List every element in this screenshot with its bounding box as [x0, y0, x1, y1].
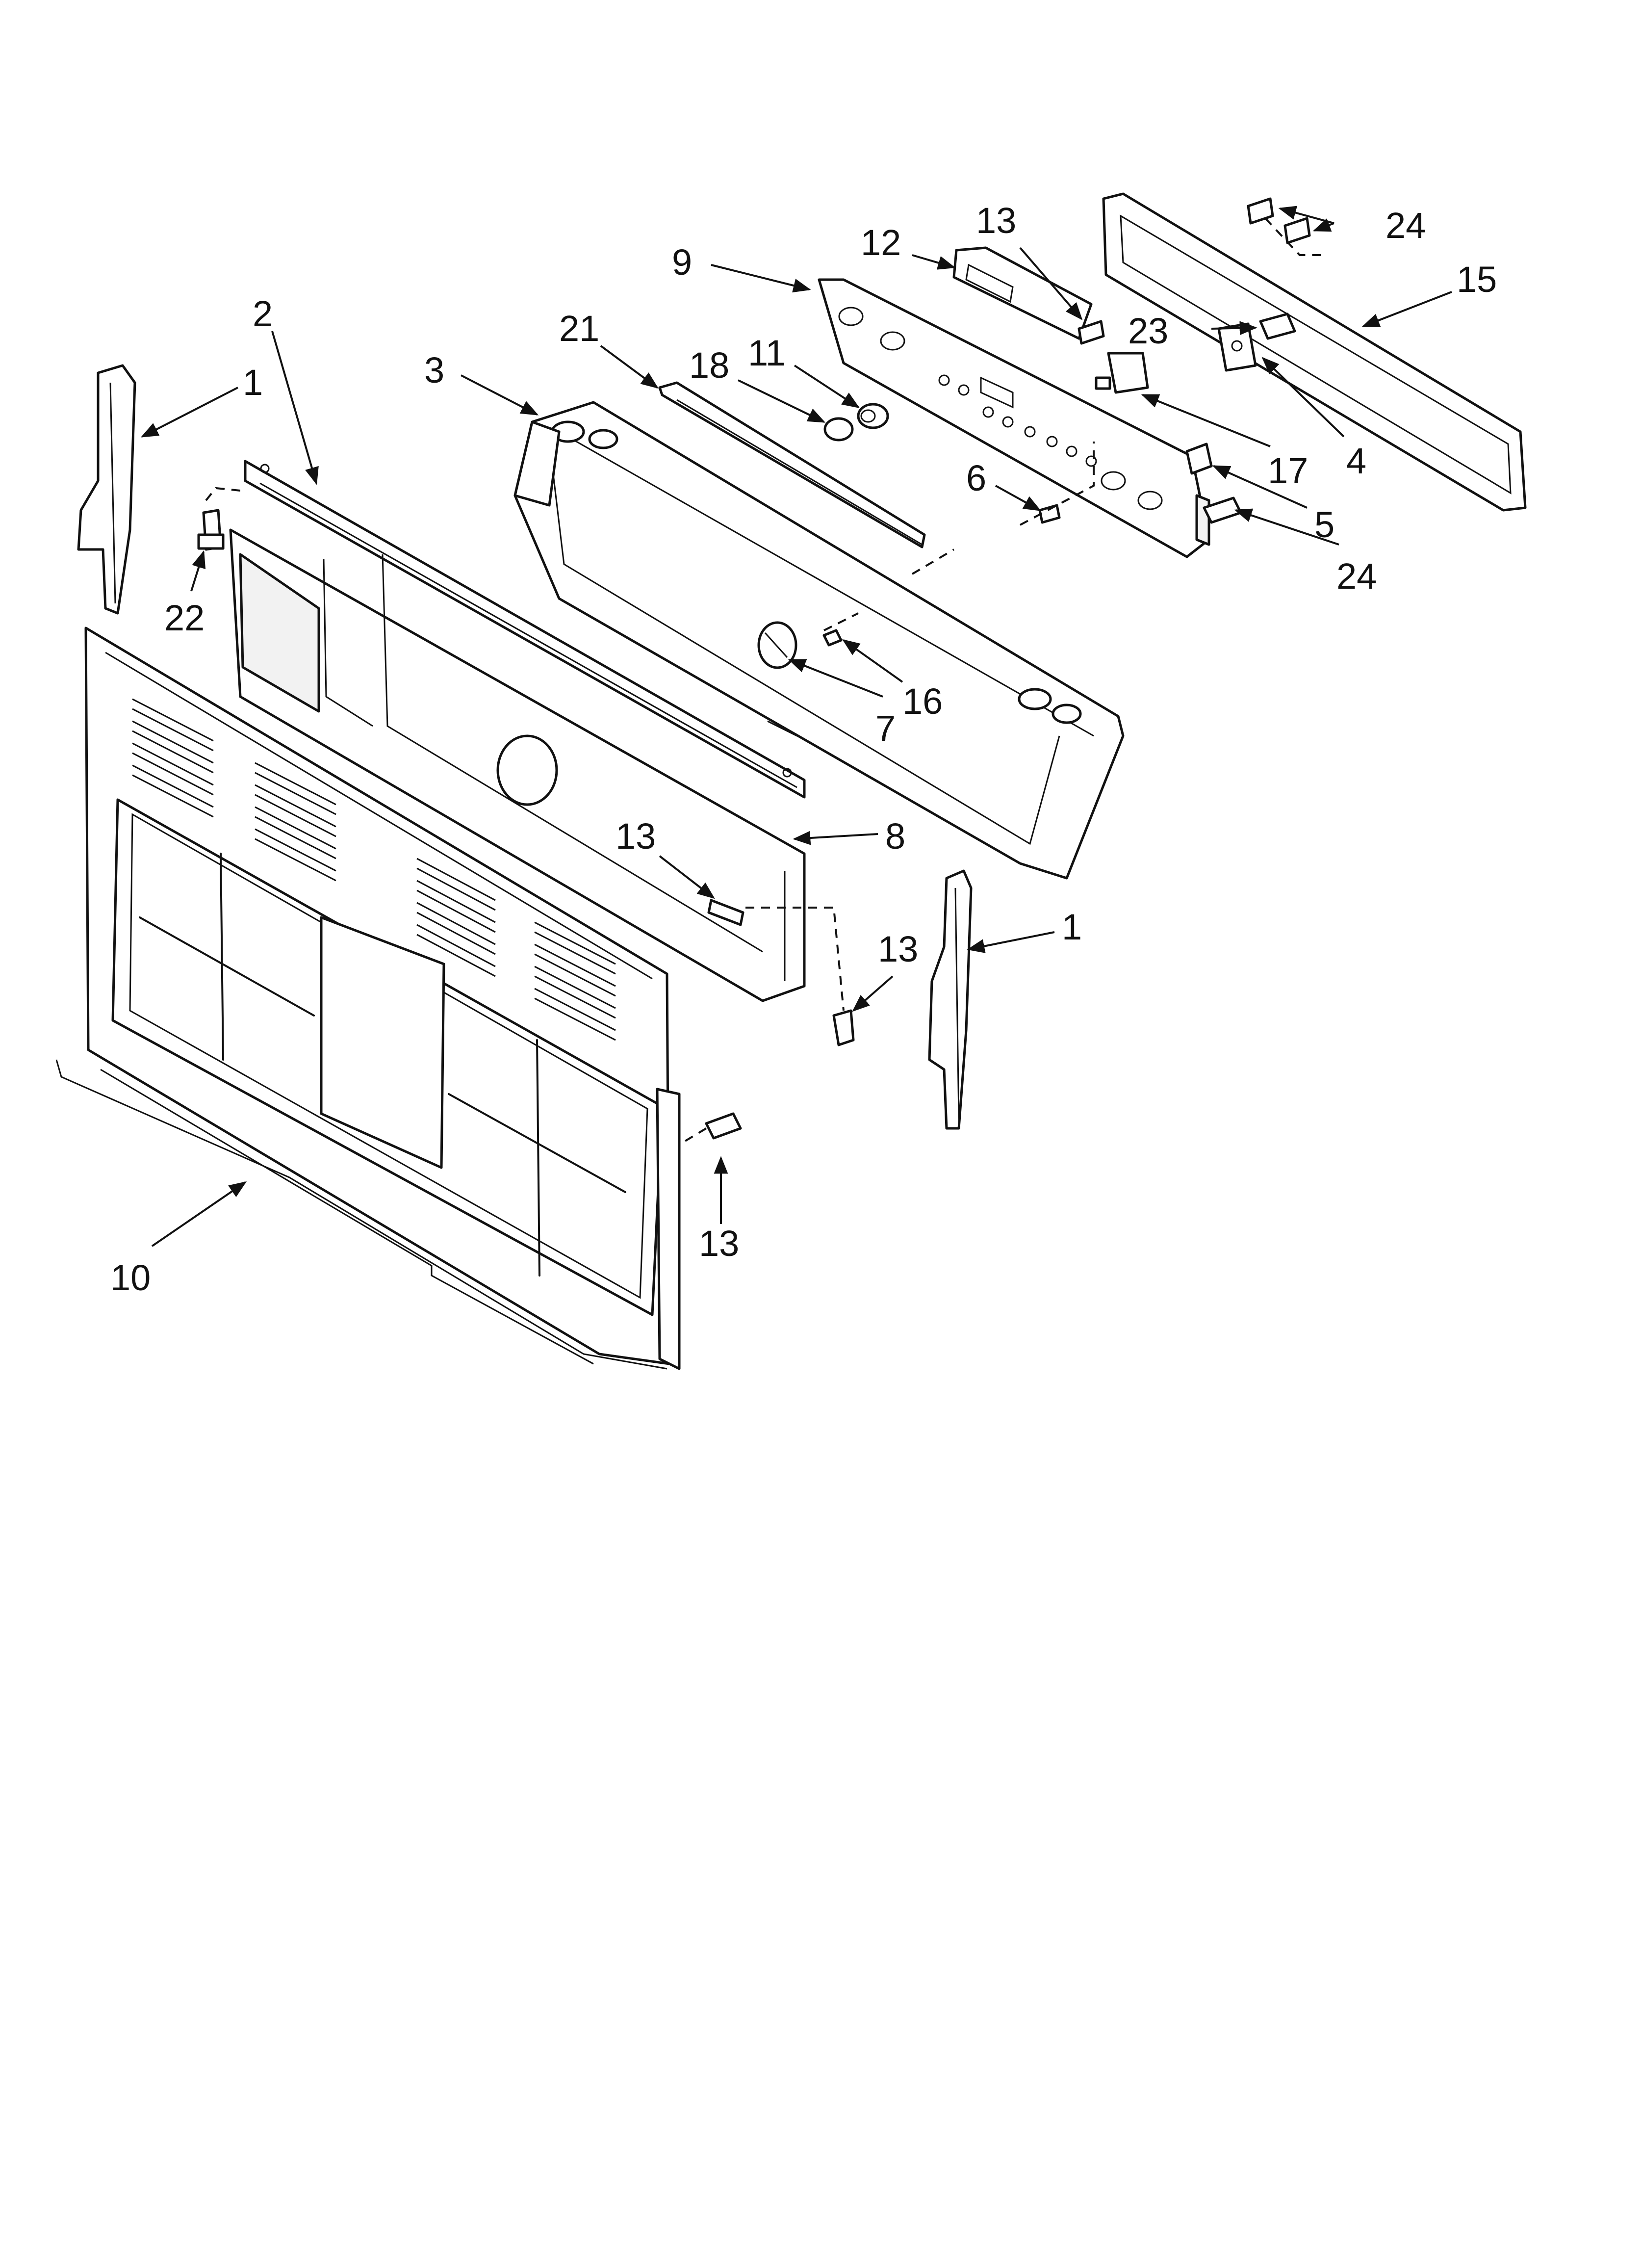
screw-22-part [197, 509, 225, 551]
callout-10: 10 [110, 1257, 151, 1298]
switch-4-part [1217, 322, 1257, 372]
screw-13-panel-part [705, 1112, 742, 1140]
callout-13-bracket: 13 [616, 816, 656, 857]
screw-24-top-part [1247, 197, 1311, 244]
knob-insert-part [823, 417, 854, 442]
console-part [513, 401, 1125, 880]
callout-24-top: 24 [1385, 205, 1426, 246]
callout-4: 4 [1346, 441, 1366, 481]
electronic-control-part [952, 246, 1093, 340]
switch-strip-part [658, 381, 926, 548]
switch-5-part [1185, 443, 1213, 475]
callout-13-top: 13 [976, 200, 1016, 241]
callout-8: 8 [885, 816, 905, 857]
callout-13-lower: 13 [878, 929, 918, 969]
clip-23-part [1259, 313, 1296, 340]
callout-13-bottom: 13 [699, 1223, 739, 1264]
console-knob-part [757, 621, 797, 669]
screw-6-part [1038, 504, 1061, 524]
rear-panel-part [55, 626, 681, 1370]
side-bracket-left-part [77, 364, 136, 615]
callout-15: 15 [1457, 259, 1497, 300]
callout-5: 5 [1314, 504, 1334, 545]
screw-13-top-part [1078, 320, 1105, 345]
callout-labels: 1 1 2 3 4 5 6 7 8 9 10 11 12 13 13 13 13… [110, 200, 1497, 1298]
callout-23: 23 [1128, 311, 1168, 351]
rear-bracket-part [229, 528, 806, 1002]
callout-leaders [140, 206, 1452, 1247]
callout-2: 2 [253, 293, 273, 334]
callout-1-right: 1 [1062, 907, 1082, 947]
screw-16-part [822, 629, 843, 647]
callout-21: 21 [559, 308, 599, 349]
knob-part [857, 403, 889, 429]
callout-6: 6 [966, 458, 986, 498]
callout-16: 16 [902, 681, 943, 722]
top-bracket-part [244, 460, 806, 799]
callout-1-left: 1 [243, 362, 263, 403]
callout-11: 11 [748, 333, 786, 373]
callout-7: 7 [875, 708, 896, 749]
callout-12: 12 [861, 222, 901, 263]
callout-3: 3 [424, 350, 444, 391]
back-trim-part [1102, 192, 1527, 512]
switch-17-part [1095, 352, 1149, 394]
screw-13-bracket-part [707, 899, 744, 926]
callout-17: 17 [1268, 450, 1308, 491]
side-bracket-right-part [928, 869, 973, 1130]
screw-13-lower-part [832, 1009, 855, 1046]
callout-24-right: 24 [1336, 556, 1377, 597]
callout-22: 22 [164, 598, 205, 638]
callout-18: 18 [689, 345, 729, 386]
assembly-dashed-lines [205, 217, 1324, 1144]
callout-9: 9 [672, 242, 692, 283]
